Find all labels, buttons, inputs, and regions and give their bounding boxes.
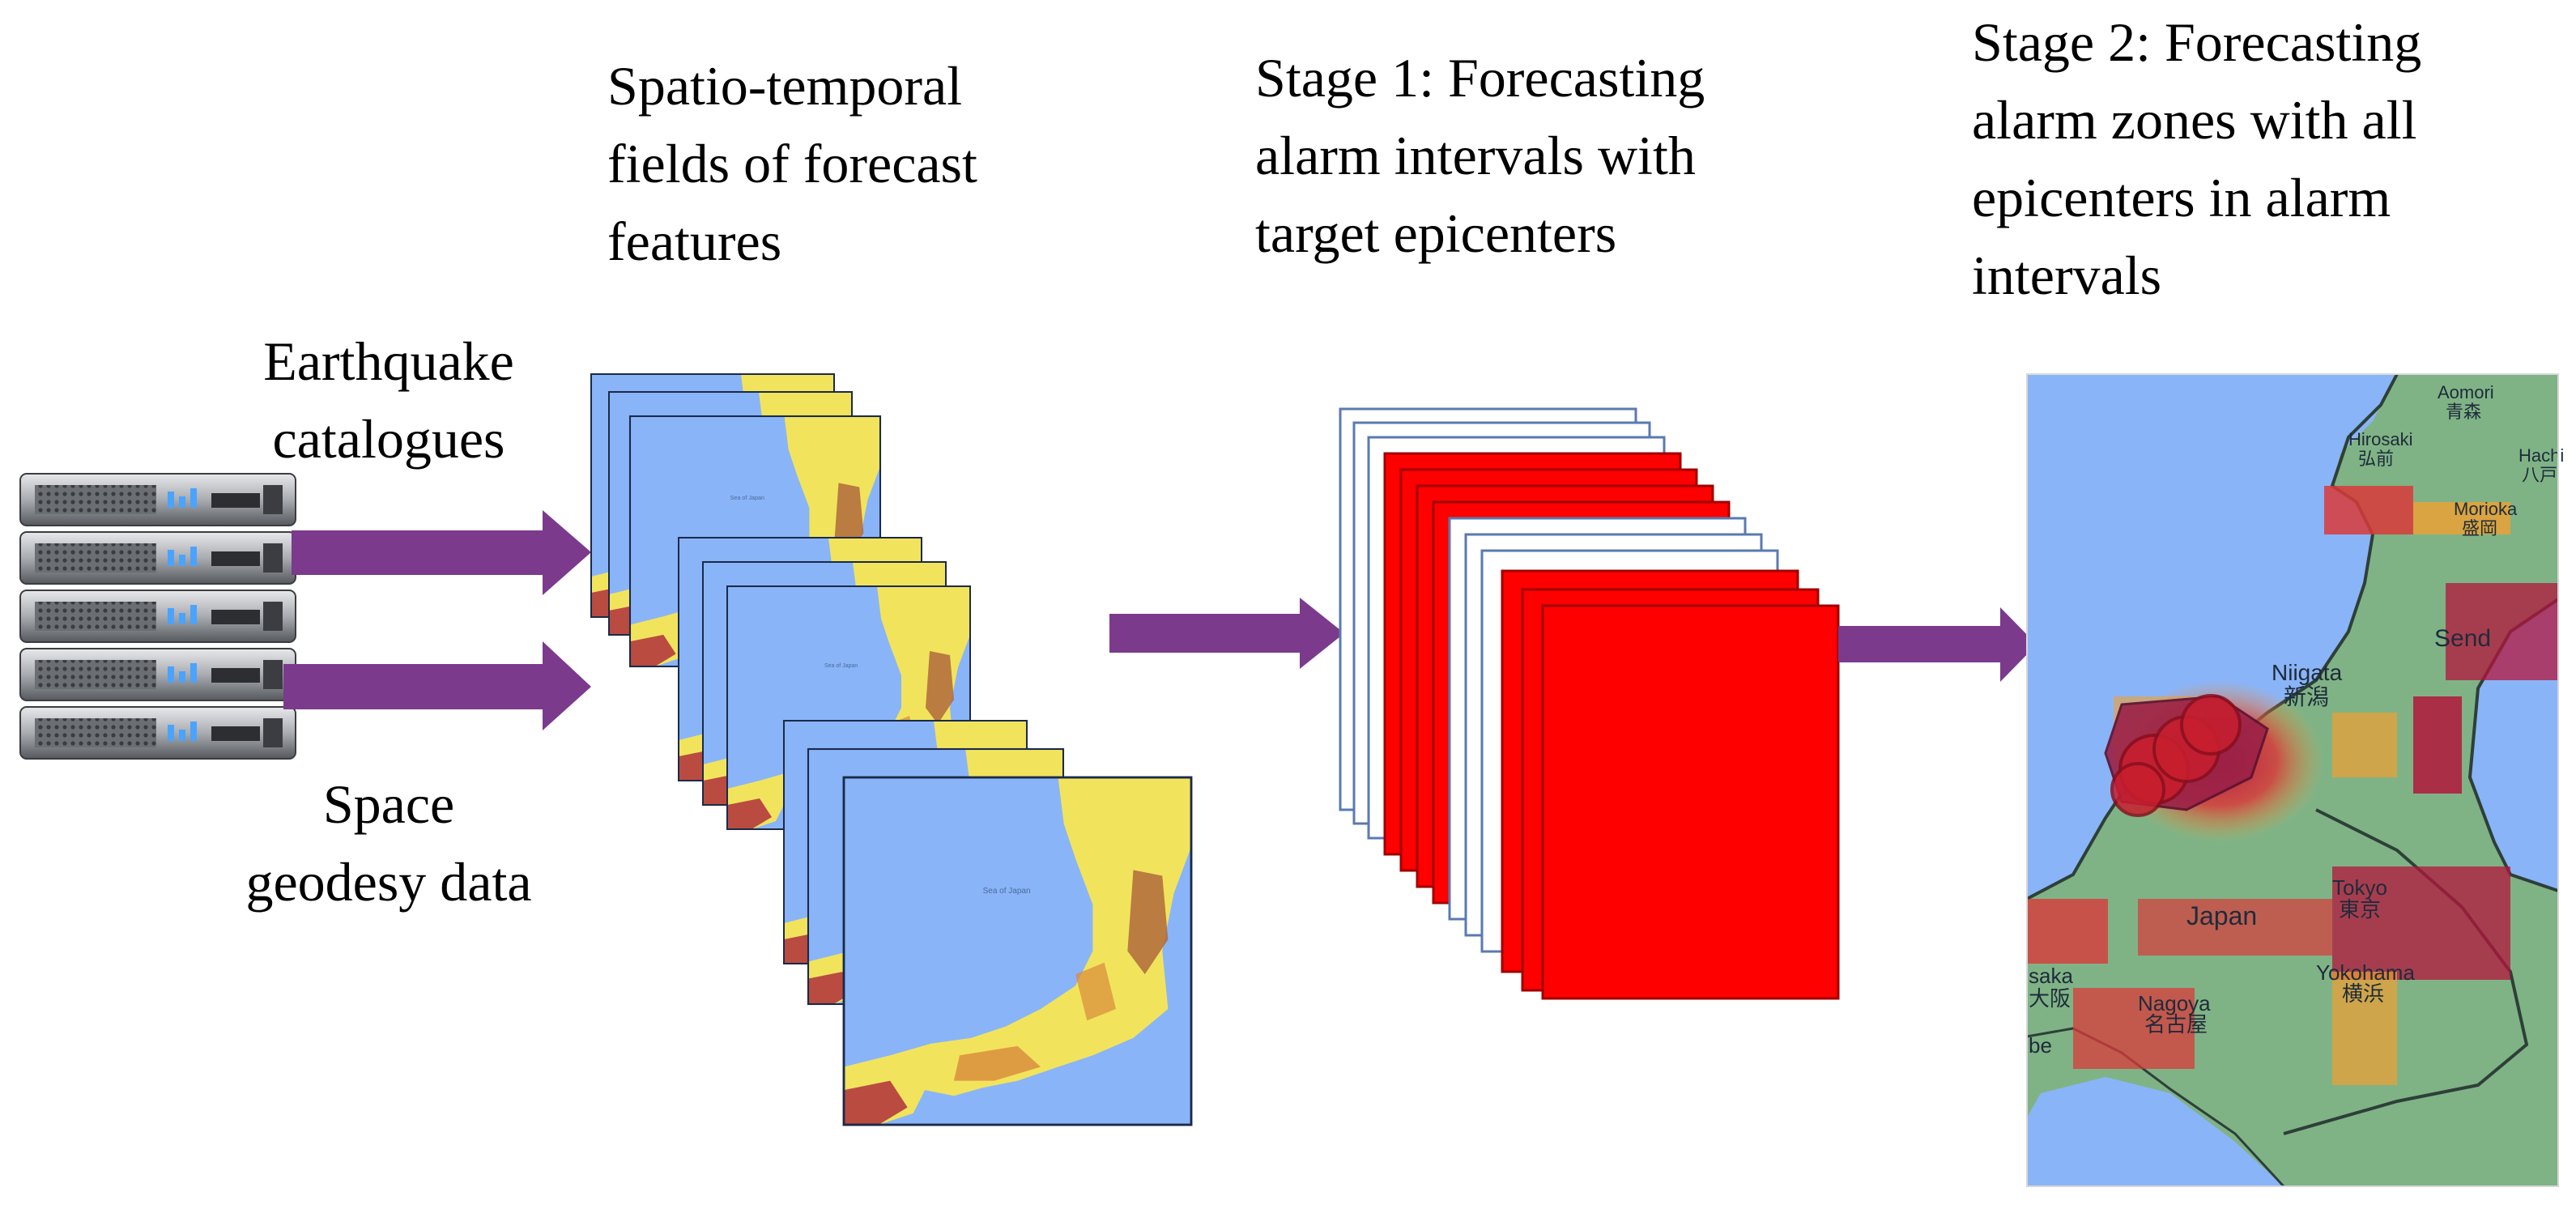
city-label-hirosaki-jp: 弘前 xyxy=(2358,449,2394,469)
city-label-osaka: saka xyxy=(2029,964,2073,988)
right-arrow-icon xyxy=(1838,607,2037,682)
city-label-morioka: Morioka xyxy=(2454,499,2518,519)
country-label-japan: Japan xyxy=(2186,901,2257,930)
stage2-label: Stage 2: Forecasting alarm zones with al… xyxy=(1972,3,2421,314)
city-label-nagoya-jp: 名古屋 xyxy=(2144,1012,2208,1037)
right-arrow-icon xyxy=(292,510,591,595)
city-label-aomori-jp: 青森 xyxy=(2446,402,2481,422)
right-arrow-icon xyxy=(1109,598,1344,669)
stage2-label-line: epicenters in alarm xyxy=(1972,167,2391,228)
city-label-kobe: be xyxy=(2029,1033,2052,1058)
space-geodesy-label: Space geodesy data xyxy=(178,765,599,921)
features-label-line: features xyxy=(607,211,782,272)
stage1-label-line: Stage 1: Forecasting xyxy=(1255,47,1705,109)
epicenter-cluster xyxy=(2104,694,2269,817)
earthquake-label-line: catalogues xyxy=(272,408,505,470)
city-label-morioka-jp: 盛岡 xyxy=(2462,518,2497,539)
city-label-hachinohe-jp: 八戸 xyxy=(2522,465,2557,485)
alarm-interval-stack xyxy=(1339,407,1840,1000)
feature-map-stack xyxy=(590,373,1193,1126)
earthquake-label-line: Earthquake xyxy=(263,330,514,392)
city-label-tokyo: Tokyo xyxy=(2332,875,2387,900)
earthquake-catalogues-label: Earthquake catalogues xyxy=(178,322,599,478)
stage1-label: Stage 1: Forecasting alarm intervals wit… xyxy=(1255,39,1705,272)
server-rack-icon xyxy=(19,473,296,760)
city-label-sendai: Send xyxy=(2434,625,2491,652)
geodesy-label-line: Space xyxy=(322,773,455,835)
city-label-osaka-jp: 大阪 xyxy=(2029,986,2071,1011)
alarm-zone-map: Aomori 青森 Hirosaki 弘前 Hachi 八戸 Morioka 盛… xyxy=(2026,373,2564,1188)
stage2-label-line: Stage 2: Forecasting xyxy=(1972,11,2422,73)
stage2-label-line: intervals xyxy=(1972,245,2162,306)
features-label: Spatio-temporal fields of forecast featu… xyxy=(607,47,977,280)
city-label-hachinohe: Hachi xyxy=(2519,445,2564,466)
right-arrow-icon xyxy=(283,641,591,730)
feature-map-group-bottom xyxy=(783,720,1193,1126)
stage1-label-line: target epicenters xyxy=(1255,202,1617,264)
stage2-label-line: alarm zones with all xyxy=(1972,89,2417,151)
city-label-niigata: Niigata xyxy=(2272,660,2343,685)
city-label-aomori: Aomori xyxy=(2438,382,2494,402)
map-city-labels: Aomori 青森 Hirosaki 弘前 Hachi 八戸 Morioka 盛… xyxy=(2029,382,2564,1058)
features-label-line: fields of forecast xyxy=(607,133,977,194)
city-label-niigata-jp: 新潟 xyxy=(2284,684,2329,709)
geodesy-label-line: geodesy data xyxy=(245,851,532,913)
stage1-label-line: alarm intervals with xyxy=(1255,125,1696,186)
city-label-tokyo-jp: 東京 xyxy=(2339,897,2381,922)
city-label-hirosaki: Hirosaki xyxy=(2348,429,2412,449)
city-label-yokohama: Yokohama xyxy=(2316,960,2415,985)
city-label-yokohama-jp: 横浜 xyxy=(2342,981,2384,1006)
city-label-nagoya: Nagoya xyxy=(2138,991,2211,1015)
features-label-line: Spatio-temporal xyxy=(607,55,963,117)
